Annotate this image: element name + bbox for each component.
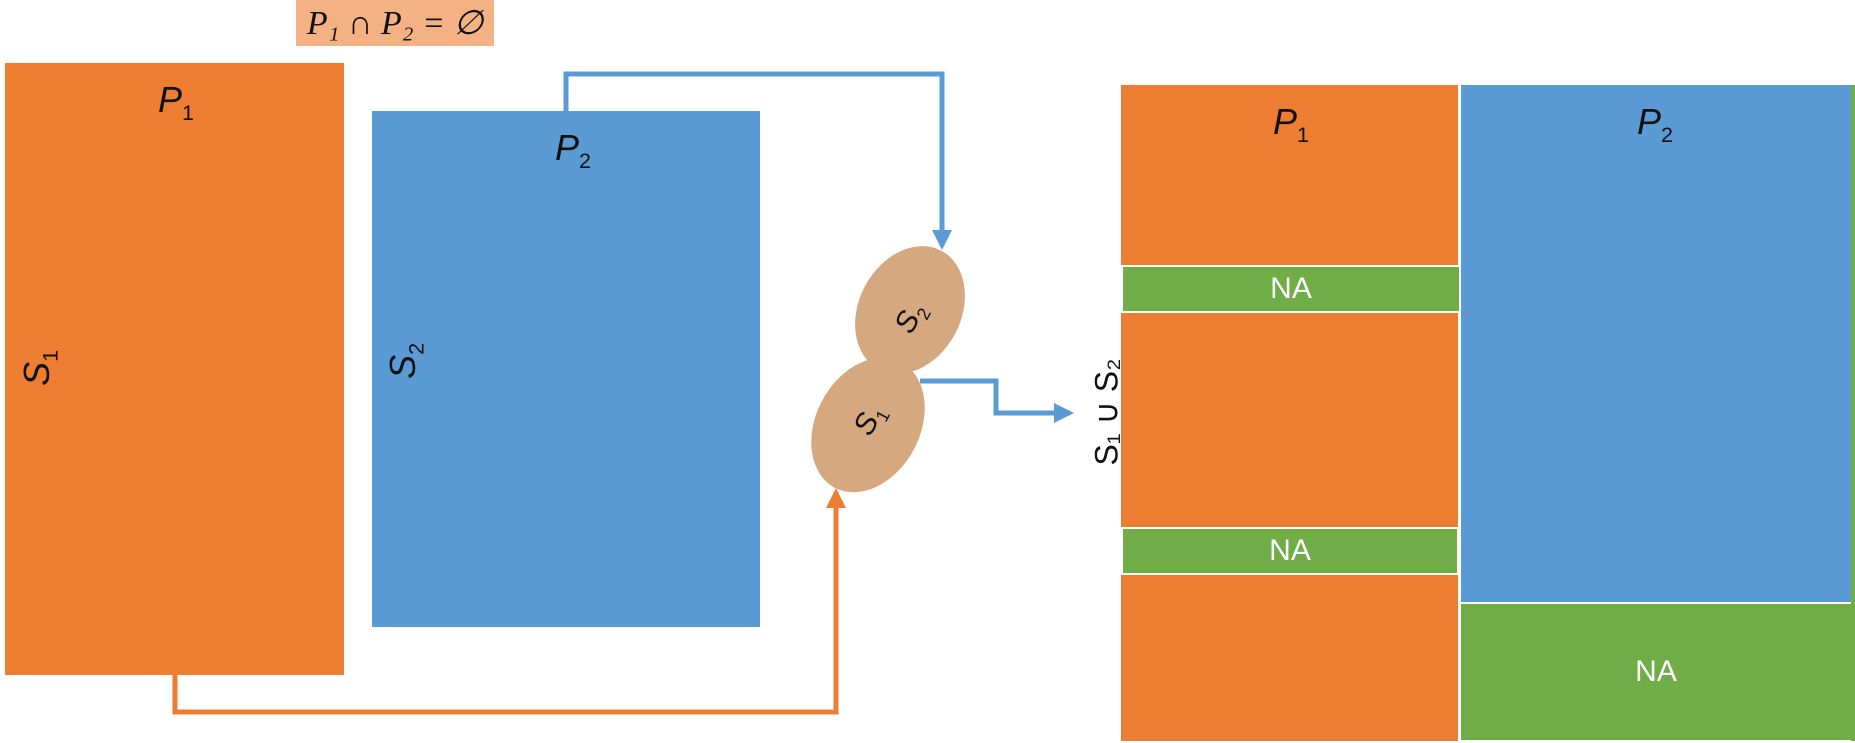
disjoint-notation: P₁ ∩ P₂ = ∅	[296, 0, 494, 46]
p1-block	[5, 63, 344, 675]
s1-ellipse	[811, 357, 925, 493]
union-axis-label: S₁ ∪ S₂	[1088, 358, 1125, 466]
p1-to-s1-arrow	[172, 488, 846, 715]
result-p1-block	[1121, 85, 1458, 741]
p2-label: P2	[555, 127, 592, 174]
result-na-middle: NA	[1121, 527, 1459, 575]
result-na-top: NA	[1121, 265, 1461, 313]
s2-ellipse	[855, 246, 965, 374]
result-p2-block	[1461, 85, 1851, 604]
result-p2-label: P2	[1637, 101, 1674, 148]
p2-to-s2-arrow	[563, 71, 952, 250]
result-p1-label: P1	[1273, 101, 1310, 148]
p2-block	[372, 111, 760, 627]
disjoint-notation-text: P₁ ∩ P₂ = ∅	[306, 5, 484, 42]
result-edge-strip	[1851, 85, 1855, 741]
p1-label: P1	[158, 79, 195, 126]
merge-to-result-arrow	[920, 378, 1074, 423]
result-na-p2: NA	[1459, 602, 1853, 742]
